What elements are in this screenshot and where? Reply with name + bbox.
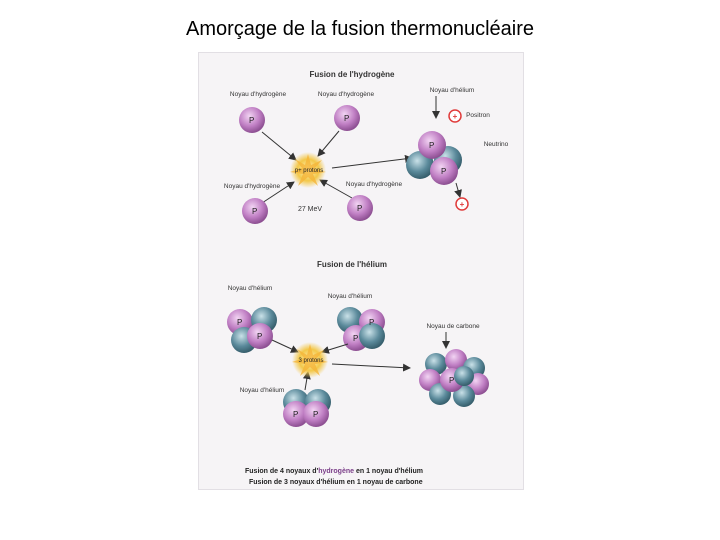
arrow xyxy=(331,154,413,169)
helium-nucleus-right: P P xyxy=(337,307,385,351)
proton-letter: P xyxy=(357,204,362,213)
energy-label: 27 MeV xyxy=(298,206,322,213)
hydrogen-nucleus-bottom-right: P xyxy=(347,195,373,221)
proton-letter: P xyxy=(249,116,254,125)
hydrogen-nucleus-bottom-left: P xyxy=(242,198,268,224)
proton-letter: P xyxy=(353,334,358,343)
proton-letter: P xyxy=(257,332,262,341)
label-hydrogen-top-right: Noyau d'hydrogène xyxy=(318,91,375,98)
label-hydrogen-bottom-left: Noyau d'hydrogène xyxy=(224,183,281,190)
arrow xyxy=(261,181,295,204)
flash-hydrogen: p+ protons xyxy=(290,152,326,188)
proton-letter: P xyxy=(293,410,298,419)
arrow xyxy=(331,363,411,372)
positron-bottom: + xyxy=(455,197,469,211)
label-hydrogen-top-left: Noyau d'hydrogène xyxy=(230,91,287,98)
proton-letter: P xyxy=(441,167,446,176)
footer-line-2: Fusion de 3 noyaux d'hélium en 1 noyau d… xyxy=(249,479,423,486)
proton-letter: P xyxy=(252,207,257,216)
positron-top: + xyxy=(448,109,462,123)
hydrogen-nucleus-top-left: P xyxy=(239,107,265,133)
proton-letter: P xyxy=(237,318,242,327)
proton-letter: P xyxy=(429,141,434,150)
helium-nucleus-product: P P xyxy=(406,131,462,185)
arrow xyxy=(261,131,297,161)
svg-text:+: + xyxy=(460,200,465,209)
arrow xyxy=(319,179,353,199)
proton-letter: P xyxy=(449,376,454,385)
arrow xyxy=(317,130,340,157)
footer-line-1: Fusion de 4 noyaux d'hydrogène en 1 noya… xyxy=(245,468,423,475)
label-helium-right: Noyau d'hélium xyxy=(328,293,373,300)
label-hydrogen-bottom-right: Noyau d'hydrogène xyxy=(346,181,403,188)
label-helium-bottom: Noyau d'hélium xyxy=(240,387,285,394)
reaction-label: 3 protons xyxy=(298,358,323,364)
flash-helium: 3 protons xyxy=(292,342,328,378)
helium-nucleus-left: P P xyxy=(227,307,277,353)
proton-letter: P xyxy=(313,410,318,419)
arrow xyxy=(271,339,299,353)
label-positron: Positron xyxy=(466,112,490,119)
label-neutrino: Neutrino xyxy=(484,141,509,148)
hydrogen-nucleus-top-right: P xyxy=(334,105,360,131)
reaction-label: p+ protons xyxy=(295,168,324,174)
label-helium-product: Noyau d'hélium xyxy=(430,87,475,94)
label-carbon: Noyau de carbone xyxy=(426,323,480,330)
svg-text:+: + xyxy=(453,112,458,121)
arrow xyxy=(321,343,349,354)
slide-title: Amorçage de la fusion thermonucléaire xyxy=(186,18,534,40)
helium-section-title: Fusion de l'hélium xyxy=(317,260,387,269)
hydrogen-section-title: Fusion de l'hydrogène xyxy=(309,70,395,79)
label-helium-left: Noyau d'hélium xyxy=(228,285,273,292)
carbon-nucleus: P xyxy=(419,349,489,407)
helium-nucleus-bottom: P P xyxy=(283,389,331,427)
proton-letter: P xyxy=(344,114,349,123)
arrow xyxy=(454,182,462,198)
proton-letter: P xyxy=(369,318,374,327)
